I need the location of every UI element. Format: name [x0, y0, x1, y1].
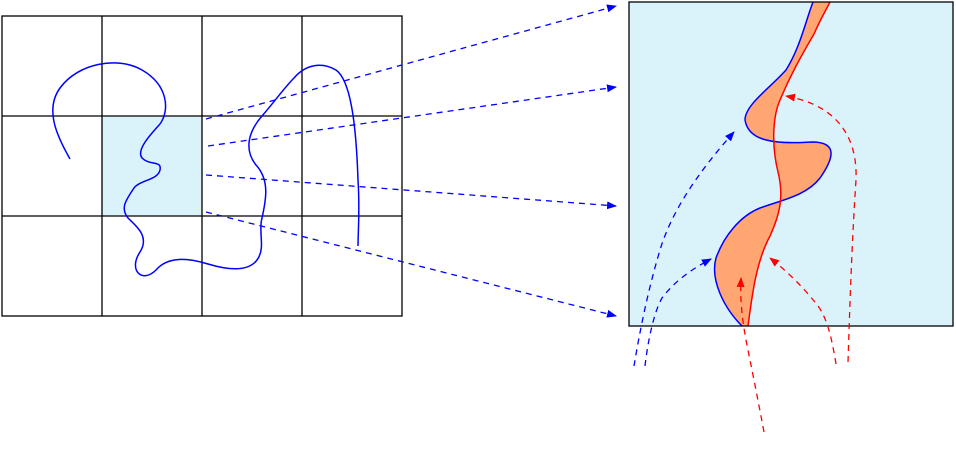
red-arrow-middle: [769, 257, 837, 365]
connector-line: [205, 174, 617, 210]
blue-curve-long: [123, 64, 360, 277]
zoom-panel: [628, 1, 954, 327]
blue-arrow-short: [644, 258, 712, 367]
grid: [1, 15, 403, 317]
red-boundary-curve: [747, 2, 831, 326]
blue-boundary-curve: [713, 2, 832, 326]
connector-line: [205, 4, 617, 120]
red-arrow-bottom: [736, 277, 765, 433]
highlighted-cell: [102, 116, 202, 216]
connectors: [205, 4, 617, 318]
connector-line: [207, 84, 617, 147]
connector-line: [205, 211, 617, 318]
zoom-border: [628, 1, 954, 327]
region-fill: [714, 2, 832, 326]
blue-curve-hook: [52, 62, 167, 160]
blue-arrow-long: [633, 131, 735, 367]
